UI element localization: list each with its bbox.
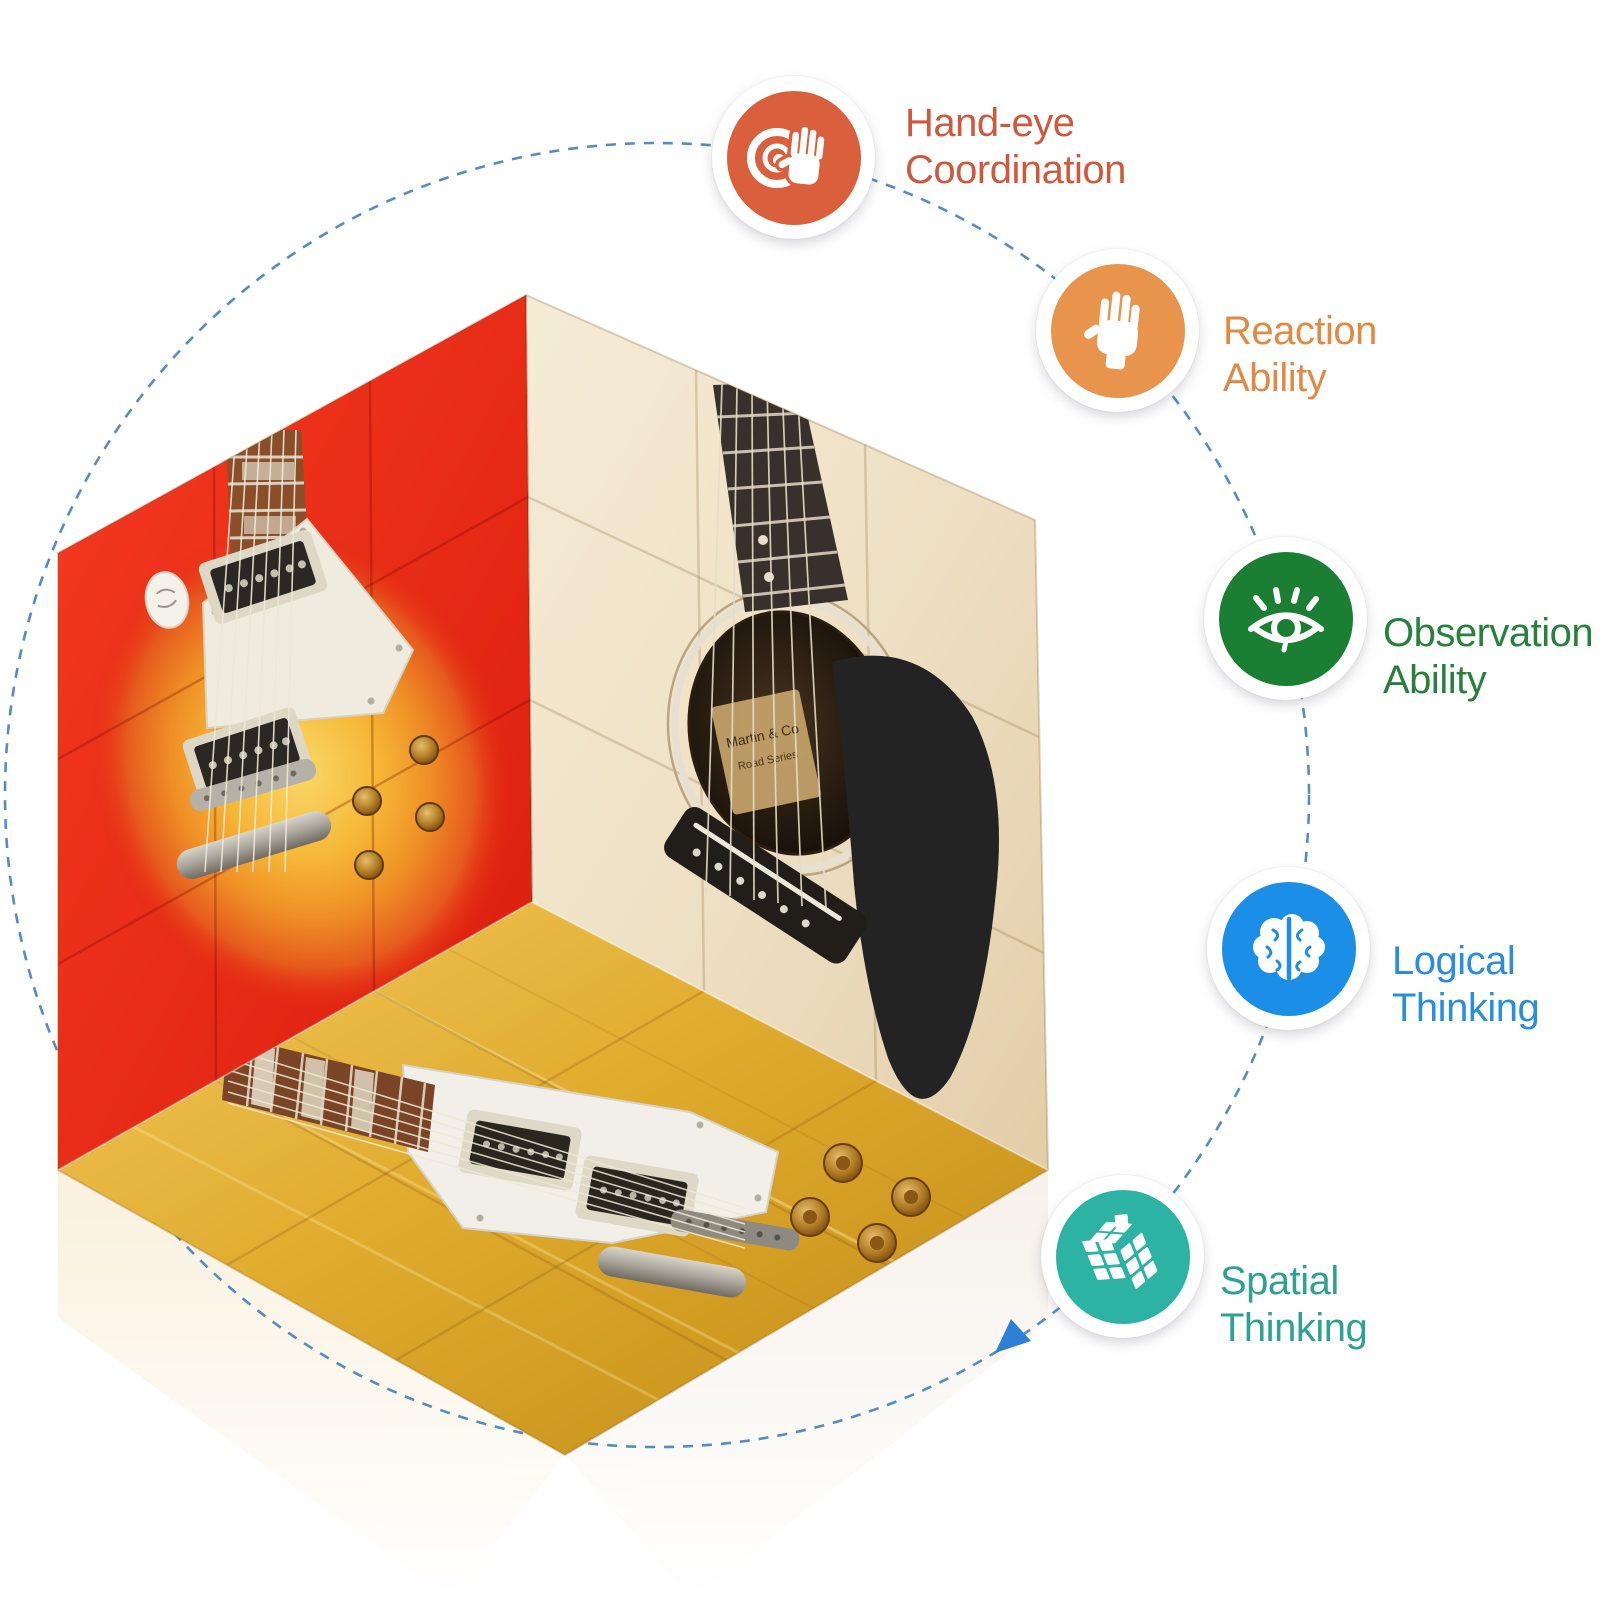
feature-badge-logical bbox=[1207, 867, 1370, 1030]
feature-label-hand-eye: Hand-eye Coordination bbox=[905, 100, 1126, 194]
feature-label-logical: Logical Thinking bbox=[1392, 938, 1540, 1032]
soundhole-label: Martin & Co Road Series bbox=[711, 689, 821, 815]
feature-badge-observation bbox=[1204, 537, 1367, 700]
feature-label-line: Logical bbox=[1392, 939, 1516, 983]
feature-label-line: Spatial bbox=[1220, 1259, 1339, 1303]
open-hand-icon bbox=[1050, 263, 1185, 398]
cube-reflection bbox=[58, 1170, 1048, 1600]
rubiks-cube: Martin & Co Road Series bbox=[57, 294, 1050, 1457]
feature-label-line: Ability bbox=[1223, 356, 1327, 400]
feature-label-line: Thinking bbox=[1392, 986, 1540, 1030]
feature-badge-hand-eye bbox=[712, 76, 875, 239]
brain-icon bbox=[1221, 881, 1356, 1016]
feature-label-observation: Observation Ability bbox=[1383, 610, 1594, 704]
feature-label-line: Reaction bbox=[1223, 309, 1377, 353]
feature-label-line: Hand-eye bbox=[905, 101, 1075, 145]
cube-face-bottom-electric-guitar bbox=[58, 902, 1048, 1455]
rubiks-cube-icon bbox=[1055, 1189, 1190, 1324]
cube-face-right-acoustic-guitar: Martin & Co Road Series bbox=[526, 295, 1048, 1170]
feature-label-line: Ability bbox=[1383, 658, 1487, 702]
feature-label-line: Coordination bbox=[905, 148, 1126, 192]
feature-label-line: Thinking bbox=[1220, 1306, 1368, 1350]
feature-badge-spatial bbox=[1041, 1175, 1204, 1338]
feature-label-reaction: Reaction Ability bbox=[1223, 308, 1377, 402]
orbit-dashed-circle bbox=[3, 141, 1311, 1449]
feature-label-spatial: Spatial Thinking bbox=[1220, 1258, 1368, 1352]
feature-label-line: Observation bbox=[1383, 611, 1594, 655]
eye-icon bbox=[1218, 551, 1353, 686]
cube-edges bbox=[57, 294, 1050, 1457]
target-hand-icon bbox=[726, 90, 861, 225]
feature-badge-reaction bbox=[1036, 249, 1199, 412]
cube-face-left-electric-guitar bbox=[58, 295, 532, 1170]
orbit-arrow-icon bbox=[995, 1319, 1031, 1353]
